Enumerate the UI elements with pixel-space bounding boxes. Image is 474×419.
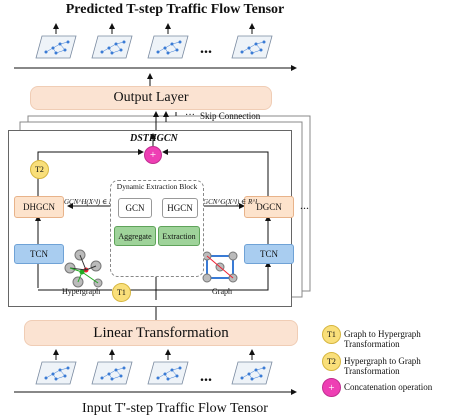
dynamic-block-title: Dynamic Extraction Block [116,182,198,191]
formula-right: HGCN^G(X^l) ∈ R^l [198,198,258,206]
aggregate-block: Aggregate [114,226,156,246]
legend-t1-icon: T1 [322,325,341,344]
formula-left: GCN^H(X^l) ∈ R^l [64,198,119,206]
bottom-ellipsis: ... [200,368,212,385]
legend-concat-icon: + [322,378,341,397]
dgcn-block: DGCN [244,196,294,218]
legend-t2-icon: T2 [322,352,341,371]
hypergraph-label: Hypergraph [62,287,101,296]
tcn-right-block: TCN [244,244,294,264]
legend-t2-label: Hypergraph to Graph Transformation [344,356,421,376]
input-title: Input T'-step Traffic Flow Tensor [82,401,268,416]
concat-node: + [144,146,162,164]
graph-figure [202,251,238,283]
module-title: DSTHGCN [130,133,178,144]
right-ellipsis: ... [300,198,309,212]
legend-concat-label: Concatenation operation [344,382,433,392]
linear-layer: Linear Transformation [24,320,298,346]
t2-node: T2 [30,160,49,179]
legend-t1-label: Graph to Hypergraph Transformation [344,329,421,349]
output-panels [14,23,297,71]
hgcn-block: HGCN [162,198,198,218]
graph-label: Graph [212,287,232,296]
skip-connection-label: Skip Connection [200,111,261,121]
input-panels [14,349,297,395]
top-ellipsis: ... [200,40,212,57]
hypergraph-figure [64,249,103,288]
output-title: Predicted T-step Traffic Flow Tensor [65,2,285,17]
output-layer: Output Layer [30,86,272,110]
t1-node: T1 [112,283,131,302]
gcn-block: GCN [118,198,152,218]
skip-dots: ··· [185,110,195,121]
dhgcn-block: DHGCN [14,196,64,218]
extraction-block: Extraction [158,226,200,246]
tcn-left-block: TCN [14,244,64,264]
